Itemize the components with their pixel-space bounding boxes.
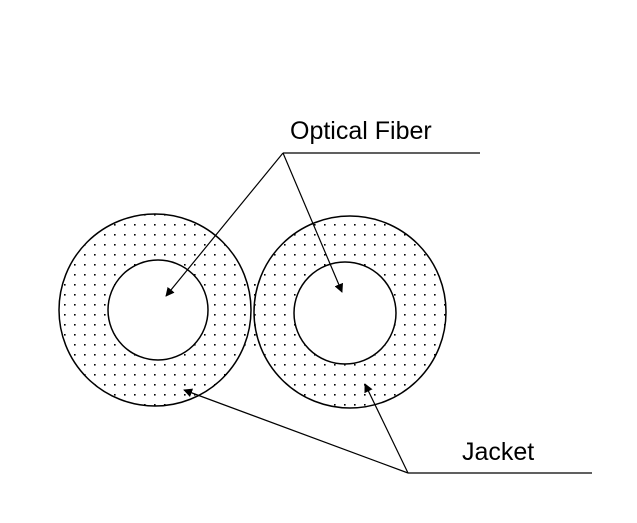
optical-fiber-arrow-right bbox=[282, 152, 343, 293]
jacket-arrow-right bbox=[364, 383, 409, 474]
jacket-label: Jacket bbox=[462, 438, 534, 466]
right-optical-fiber bbox=[293, 261, 397, 365]
optical-fiber-arrow-left bbox=[165, 152, 284, 297]
jacket-arrow-left bbox=[183, 388, 409, 474]
optical-fiber-label: Optical Fiber bbox=[290, 117, 432, 145]
left-optical-fiber bbox=[107, 259, 209, 361]
